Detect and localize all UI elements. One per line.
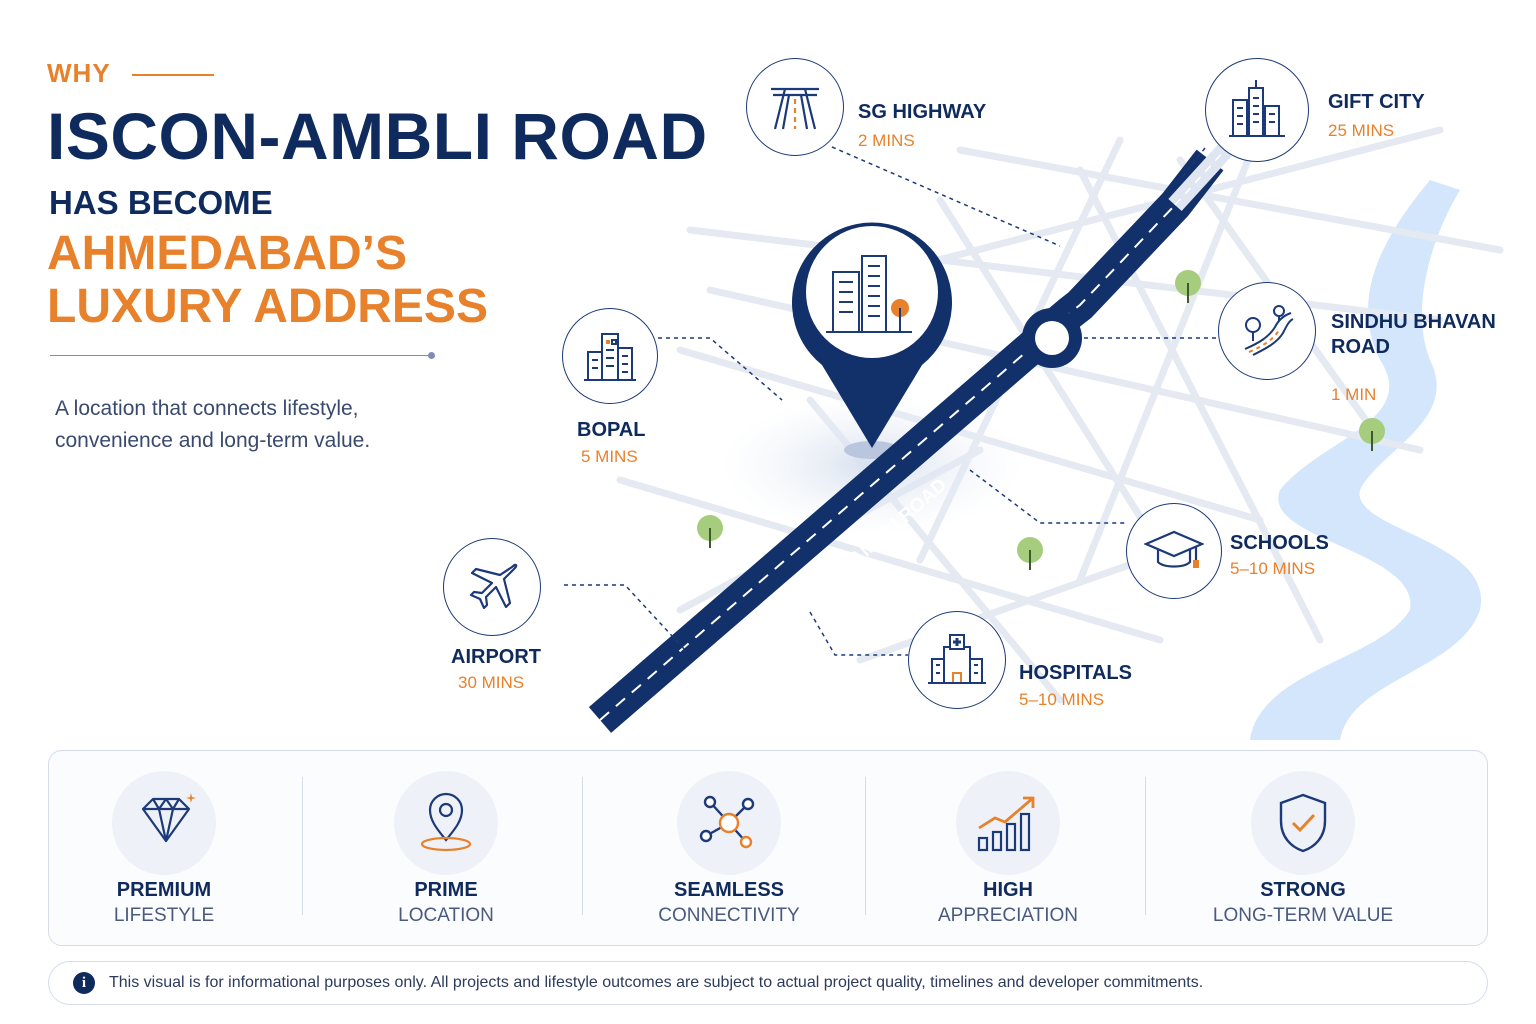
feature-subtitle: LONG-TERM VALUE bbox=[1212, 905, 1394, 926]
feature-separator bbox=[582, 777, 583, 915]
feature-premium-lifestyle: PREMIUM LIFESTYLE bbox=[44, 751, 284, 947]
connector-lines bbox=[560, 146, 1220, 656]
location-pin-icon bbox=[792, 222, 952, 448]
road-trees-icon bbox=[1218, 282, 1316, 380]
feature-separator bbox=[865, 777, 866, 915]
feature-high-appreciation: HIGH APPRECIATION bbox=[888, 751, 1128, 947]
growth-chart-icon bbox=[956, 771, 1060, 875]
page-title: ISCON-AMBLI ROAD bbox=[47, 99, 708, 173]
info-icon: i bbox=[73, 972, 95, 994]
shield-check-icon bbox=[1251, 771, 1355, 875]
feature-strong-value: STRONG LONG-TERM VALUE bbox=[1183, 751, 1423, 947]
headline-line-1: AHMEDABAD’S bbox=[47, 227, 407, 280]
feature-subtitle: CONNECTIVITY bbox=[658, 905, 800, 926]
poi-time-bopal: 5 MINS bbox=[581, 447, 638, 466]
hospital-icon bbox=[908, 611, 1006, 709]
feature-prime-location: PRIME LOCATION bbox=[326, 751, 566, 947]
headline-line-2: LUXURY ADDRESS bbox=[47, 280, 488, 333]
feature-title: STRONG bbox=[1260, 879, 1346, 901]
disclaimer-text: This visual is for informational purpose… bbox=[109, 974, 1204, 991]
airplane-icon bbox=[443, 538, 541, 636]
feature-title: PREMIUM bbox=[116, 879, 212, 901]
tree-icons bbox=[697, 270, 1385, 570]
feature-title: HIGH bbox=[983, 879, 1033, 901]
feature-subtitle: LIFESTYLE bbox=[113, 905, 215, 926]
features-panel: PREMIUM LIFESTYLE PRIME LOCATION SEAMLES… bbox=[48, 750, 1488, 946]
poi-time-hospitals: 5–10 MINS bbox=[1019, 690, 1105, 709]
tagline: A location that connects lifestyle, conv… bbox=[55, 397, 371, 452]
divider bbox=[50, 355, 432, 356]
poi-name-gift-city: GIFT CITY bbox=[1328, 91, 1425, 113]
poi-name-sg-highway: SG HIGHWAY bbox=[858, 101, 987, 123]
poi-time-sg-highway: 2 MINS bbox=[858, 131, 915, 150]
feature-seamless-connectivity: SEAMLESS CONNECTIVITY bbox=[609, 751, 849, 947]
feature-title: PRIME bbox=[414, 879, 478, 901]
poi-name-sindhu-bhavan: SINDHU BHAVAN bbox=[1331, 311, 1496, 333]
disclaimer-bar: i This visual is for informational purpo… bbox=[48, 961, 1488, 1005]
feature-title: SEAMLESS bbox=[673, 879, 785, 901]
network-icon bbox=[677, 771, 781, 875]
divider-dot bbox=[428, 352, 435, 359]
diamond-icon bbox=[112, 771, 216, 875]
poi-time-airport: 30 MINS bbox=[458, 673, 525, 692]
feature-separator bbox=[302, 777, 303, 915]
feature-subtitle: LOCATION bbox=[398, 905, 494, 926]
poi-name-hospitals: HOSPITALS bbox=[1019, 662, 1132, 684]
buildings-icon bbox=[562, 308, 658, 404]
highway-icon bbox=[746, 58, 844, 156]
street-grid bbox=[616, 126, 1504, 704]
skyscraper-icon bbox=[1205, 58, 1309, 162]
feature-separator bbox=[1145, 777, 1146, 915]
river bbox=[1250, 180, 1482, 740]
location-map: ISCON-AMBLI ROAD SG HIGHWAY 2 MINS GIFT … bbox=[560, 20, 1536, 740]
location-pin-icon bbox=[394, 771, 498, 875]
poi-name-airport: AIRPORT bbox=[451, 646, 541, 668]
graduation-cap-icon bbox=[1126, 503, 1222, 599]
poi-time-sindhu-bhavan: 1 MIN bbox=[1331, 385, 1377, 404]
eyebrow-label: WHY bbox=[47, 58, 111, 88]
poi-name-schools: SCHOOLS bbox=[1230, 532, 1329, 554]
poi-name-sindhu-bhavan-road: ROAD bbox=[1331, 336, 1390, 358]
poi-time-schools: 5–10 MINS bbox=[1230, 559, 1316, 578]
poi-time-gift-city: 25 MINS bbox=[1328, 121, 1395, 140]
page-subtitle: HAS BECOME bbox=[49, 184, 273, 221]
eyebrow-line bbox=[132, 74, 214, 76]
feature-subtitle: APPRECIATION bbox=[937, 905, 1079, 926]
poi-name-bopal: BOPAL bbox=[577, 419, 646, 441]
